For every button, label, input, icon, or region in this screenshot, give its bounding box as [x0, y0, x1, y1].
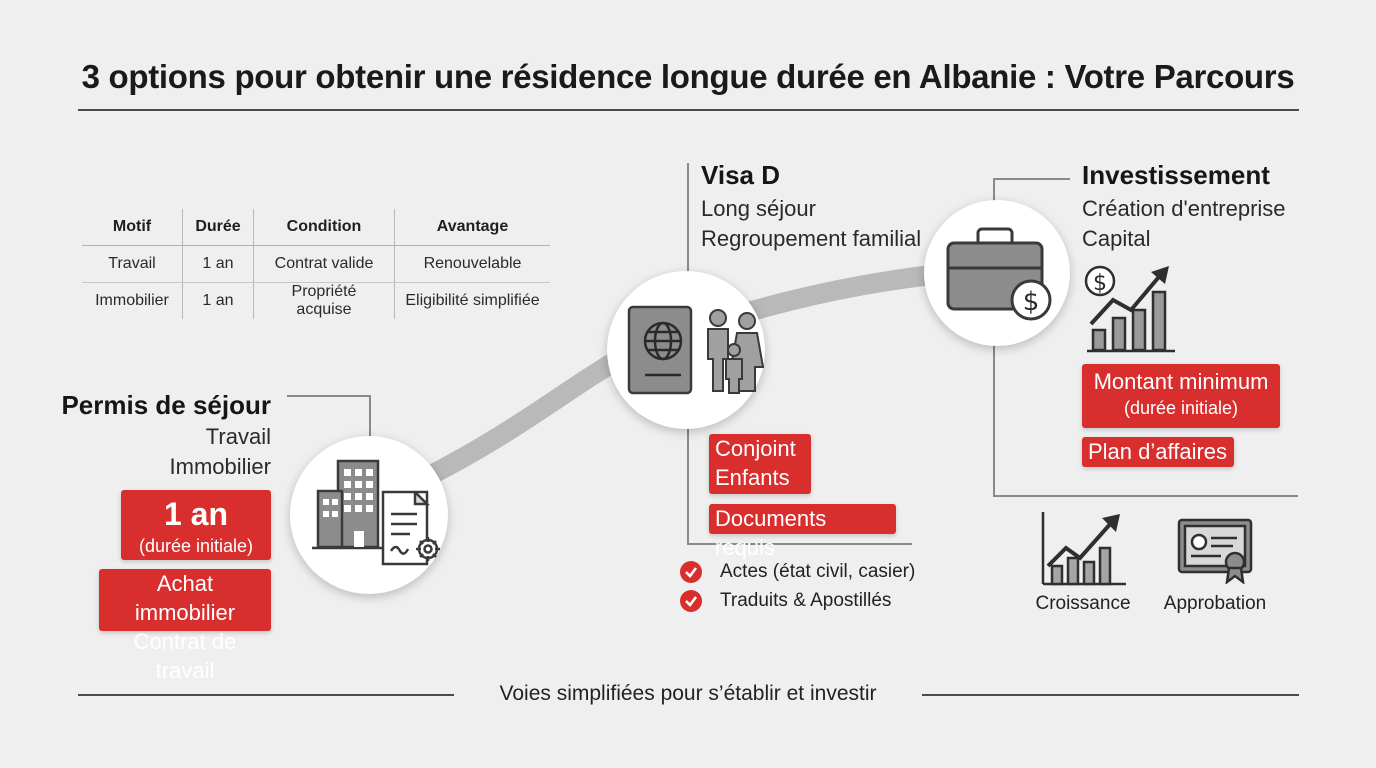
business-plan-tag: Plan d’affaires [1082, 437, 1234, 467]
table-header-row: Motif Durée Condition Avantage [82, 209, 550, 246]
visa-line: Long séjour [701, 196, 816, 221]
invest-line: Capital [1082, 226, 1151, 251]
invest-circle: $ [924, 200, 1070, 346]
tag-label: Conjoint [715, 436, 796, 461]
svg-text:$: $ [1023, 287, 1040, 317]
certificate-icon [1177, 518, 1253, 584]
tag-label: Achat immobilier [134, 571, 236, 625]
connector-line [287, 395, 370, 397]
permis-line: Immobilier [169, 454, 271, 479]
connector-line [369, 395, 371, 437]
page-title: 3 options pour obtenir une résidence lon… [81, 58, 1295, 95]
amount-label: Montant minimum [1093, 369, 1269, 394]
connector-line [993, 178, 1070, 180]
duration-value: 1 an [163, 496, 229, 532]
check-item: Actes (état civil, casier) [720, 561, 916, 582]
table-row: Immobilier 1 an Propriété acquise Eligib… [82, 282, 550, 319]
check-item: Traduits & Apostillés [720, 590, 892, 611]
briefcase-dollar-icon: $ [946, 227, 1052, 321]
duration-box: 1 an (durée initiale) [121, 490, 271, 560]
footer-divider [78, 694, 454, 696]
check-icon [680, 590, 702, 612]
passport-family-icon [627, 305, 765, 395]
footer-text: Voies simplifiées pour s’établir et inve… [499, 682, 877, 705]
permis-tags: Achat immobilier Contrat de travail [99, 569, 271, 683]
table-cell: Immobilier [95, 292, 169, 309]
title-divider [78, 109, 1299, 111]
comparison-table: Motif Durée Condition Avantage Travail 1… [82, 209, 550, 319]
visa-heading: Visa D [701, 160, 781, 190]
table-row: Travail 1 an Contrat valide Renouvelable [82, 245, 550, 283]
footer-divider [922, 694, 1299, 696]
permis-heading: Permis de séjour [61, 390, 271, 420]
visa-line: Regroupement familial [701, 226, 922, 251]
icon-label: Approbation [1163, 593, 1267, 614]
visa-tags: Conjoint Enfants [709, 434, 811, 494]
amount-box: Montant minimum (durée initiale) [1082, 364, 1280, 428]
table-cell: Renouvelable [394, 245, 550, 283]
connector-line [993, 495, 1298, 497]
table-header: Durée [182, 209, 254, 246]
tag-label: Enfants [715, 465, 790, 490]
tag-label: Contrat de travail [133, 629, 237, 683]
invest-heading: Investissement [1082, 160, 1270, 190]
connector-line [687, 543, 912, 545]
table-cell: Propriété acquise [253, 282, 395, 319]
table-cell: Eligibilité simplifiée [394, 282, 550, 319]
icon-label: Croissance [1035, 593, 1131, 614]
table-header: Condition [253, 209, 395, 246]
table-cell: Travail [82, 245, 183, 283]
table-header: Motif [82, 209, 183, 246]
table-cell: 1 an [182, 282, 254, 319]
check-icon [680, 561, 702, 583]
permis-line: Travail [205, 424, 271, 449]
permis-circle [290, 436, 448, 594]
documents-required-tag: Documents requis [709, 504, 896, 560]
table-cell: Contrat valide [253, 245, 395, 283]
duration-note: (durée initiale) [138, 536, 254, 556]
table-header: Avantage [394, 209, 550, 246]
invest-line: Création d'entreprise [1082, 196, 1286, 221]
visa-circle [607, 271, 765, 429]
buildings-documents-icon [312, 459, 440, 566]
growth-chart-icon [1041, 512, 1126, 586]
svg-text:$: $ [1093, 271, 1107, 296]
amount-note: (durée initiale) [1123, 398, 1239, 418]
table-cell: 1 an [182, 245, 254, 283]
investment-growth-icon: $ [1084, 265, 1175, 353]
